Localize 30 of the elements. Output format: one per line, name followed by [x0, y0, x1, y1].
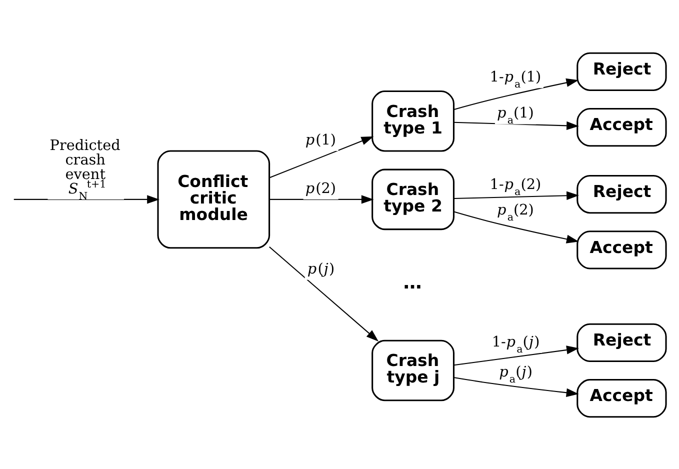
label: … [403, 272, 422, 293]
edge-label: 1-p$_{a}$(j) [492, 334, 540, 355]
edge-label: 1-p$_{a}$(2) [490, 176, 542, 198]
node-box: Crash type 2 [372, 168, 455, 230]
arrow [454, 120, 579, 130]
node-box: Reject [576, 52, 667, 90]
arrow [454, 78, 579, 110]
node-box: Accept [576, 230, 667, 269]
edge-label: p$_{a}$(2) [497, 202, 534, 224]
arrow [454, 190, 579, 200]
edge-label: p(2) [305, 180, 336, 196]
node-box: Conflict critic module [157, 150, 270, 248]
edge-label: p(1) [305, 132, 336, 148]
node-box: Accept [576, 378, 667, 418]
edge-label: p$_{a}$(1) [497, 105, 534, 126]
node-box: Crash type j [372, 339, 455, 401]
node-box: Reject [576, 174, 667, 214]
edge-label: p(j) [307, 260, 335, 277]
node-box: Crash type 1 [372, 90, 455, 152]
arrow [454, 210, 579, 243]
edge-label: p$_{a}$(j) [499, 364, 533, 385]
arrow [269, 136, 374, 178]
node-box: Accept [576, 108, 667, 146]
node-box: Reject [576, 322, 667, 362]
arrow [14, 194, 160, 204]
arrow [454, 376, 579, 396]
arrow [454, 345, 579, 366]
arrow [269, 194, 374, 204]
edge-label: 1-p$_{a}$(1) [490, 69, 542, 90]
arrow [269, 246, 379, 342]
